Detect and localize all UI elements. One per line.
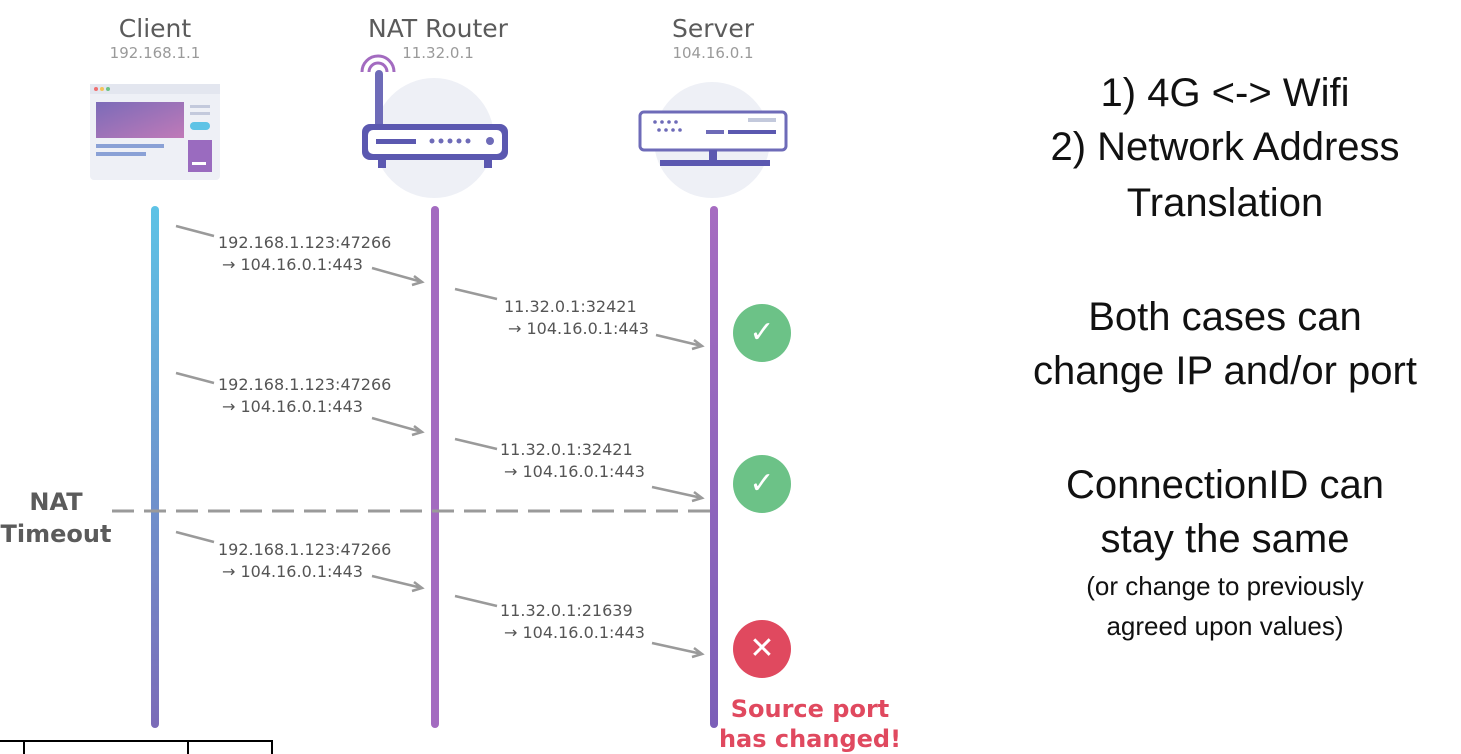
msg-5: 192.168.1.123:47266 → 104.16.0.1:443 — [218, 539, 391, 583]
msg-4-dst: → 104.16.0.1:443 — [504, 462, 645, 481]
msg-5-src: 192.168.1.123:47266 — [218, 540, 392, 559]
nat-timeout-label: NAT Timeout — [0, 486, 112, 550]
failure-line1: Source port — [730, 695, 890, 723]
msg-2-src: 11.32.0.1:32421 — [504, 297, 637, 316]
msg-1-src: 192.168.1.123:47266 — [218, 233, 392, 252]
note-item2-line2: Translation — [1126, 181, 1324, 225]
note-conn-line1: ConnectionID can — [1066, 463, 1384, 507]
note-conn-line4: agreed upon values) — [1106, 611, 1344, 641]
msg-1: 192.168.1.123:47266 → 104.16.0.1:443 — [218, 232, 391, 276]
msg-2-dst: → 104.16.0.1:443 — [508, 319, 649, 338]
checkmark-icon: ✓ — [733, 304, 791, 362]
nat-timeout-line1: NAT — [29, 488, 83, 516]
msg-4-src: 11.32.0.1:32421 — [500, 440, 633, 459]
msg-3-src: 192.168.1.123:47266 — [218, 375, 392, 394]
msg-6-src: 11.32.0.1:21639 — [500, 601, 633, 620]
client-lifeline — [151, 206, 159, 728]
router-icon — [360, 54, 508, 198]
server-lifeline — [710, 206, 718, 728]
note-conn-line2: stay the same — [1100, 517, 1350, 561]
note-item2-line1: 2) Network Address — [1050, 125, 1400, 169]
msg-3-dst: → 104.16.0.1:443 — [222, 397, 363, 416]
note-conn-line3: (or change to previously — [1086, 571, 1364, 601]
msg-3: 192.168.1.123:47266 → 104.16.0.1:443 — [218, 374, 391, 418]
msg-5-dst: → 104.16.0.1:443 — [222, 562, 363, 581]
error-x-icon: ✕ — [733, 620, 791, 678]
message-arrows — [175, 224, 705, 659]
router-title: NAT Router — [368, 14, 508, 43]
msg-2: 11.32.0.1:32421 → 104.16.0.1:443 — [504, 296, 649, 340]
msg-6-dst: → 104.16.0.1:443 — [504, 623, 645, 642]
nat-timeout-line2: Timeout — [0, 520, 112, 548]
client-browser-icon — [90, 84, 220, 180]
server-icon — [638, 82, 788, 198]
msg-6: 11.32.0.1:21639 → 104.16.0.1:443 — [500, 600, 645, 644]
router-lifeline — [431, 206, 439, 728]
note-both-line2: change IP and/or port — [1033, 349, 1417, 393]
client-ip: 192.168.1.1 — [109, 44, 201, 62]
server-title: Server — [672, 14, 754, 43]
checkmark-icon: ✓ — [733, 455, 791, 513]
msg-1-dst: → 104.16.0.1:443 — [222, 255, 363, 274]
note-both-line1: Both cases can — [1088, 295, 1362, 339]
cropped-table-fragment — [0, 740, 273, 754]
failure-line2: has changed! — [718, 725, 902, 753]
client-title: Client — [118, 14, 192, 43]
failure-label: Source port has changed! — [715, 694, 905, 754]
router-ip: 11.32.0.1 — [402, 44, 474, 62]
note-item1: 1) 4G <-> Wifi — [1100, 71, 1350, 115]
msg-4: 11.32.0.1:32421 → 104.16.0.1:443 — [500, 439, 645, 483]
server-ip: 104.16.0.1 — [672, 44, 754, 62]
